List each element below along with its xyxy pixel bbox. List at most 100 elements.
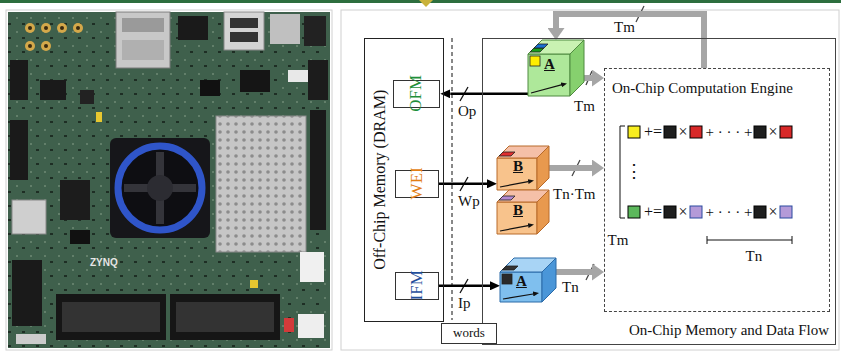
board-photo [298, 314, 324, 338]
board-photo [300, 252, 324, 282]
unit-box: words [441, 323, 497, 344]
transfer-arrow [439, 183, 487, 186]
cooling-fan [110, 138, 210, 238]
dimension-label: Tn [746, 248, 763, 265]
traversal-arrow [500, 182, 528, 187]
width-slash [460, 6, 644, 293]
engine-title: On-Chip Computation Engine [612, 80, 793, 97]
equation-squares [628, 206, 640, 218]
cube-face [500, 272, 542, 302]
chip-boundary [452, 38, 453, 320]
cooling-fan [110, 138, 210, 238]
operator-sign: + · · · + [706, 204, 753, 221]
buffer-box: WEI [395, 170, 439, 198]
sma-connector [73, 23, 83, 33]
dimension-label: Tm [608, 232, 629, 249]
equation-squares [690, 126, 702, 138]
tile-cube: A [528, 40, 584, 96]
tile-cube: A [500, 258, 556, 302]
sma-connector [28, 26, 32, 30]
cube-face [537, 146, 549, 190]
board-photo [308, 60, 328, 100]
tile-square [502, 274, 512, 284]
cooling-fan [124, 152, 196, 224]
width-label: Op [458, 103, 476, 120]
board-photo [284, 318, 294, 332]
sma-connector [25, 23, 83, 51]
board-photo [178, 16, 208, 40]
board-photo [12, 200, 46, 234]
cube-face [497, 158, 537, 190]
top-frame [341, 10, 839, 350]
fmc-header [176, 302, 274, 332]
operator-sign: × [679, 123, 688, 141]
buffer-box: IFM [395, 272, 439, 300]
tile-square [499, 152, 515, 156]
width-label: Tn [562, 279, 579, 296]
buffer-label: IFM [408, 271, 427, 301]
transfer-arrow [450, 93, 528, 96]
width-label: Tm [614, 19, 635, 36]
board-photo [96, 112, 102, 122]
memory-title: Off-Chip Memory (DRAM) [371, 90, 389, 270]
matrix-symbol: B [513, 202, 523, 219]
compute-engine-box: On-Chip Computation Engine [604, 68, 830, 312]
cube-face [528, 54, 570, 96]
dataflow-arrow [556, 269, 592, 275]
board-photo [310, 110, 326, 230]
cooling-fan [118, 146, 202, 230]
board-photo [80, 90, 94, 104]
width-label: Tm [574, 98, 595, 115]
sma-connector [76, 26, 80, 30]
sma-connector [57, 23, 67, 33]
fmc-header [56, 294, 166, 340]
fmc-header [62, 302, 160, 332]
operator-sign: += [644, 123, 662, 141]
equation-squares [628, 126, 640, 138]
cube-face [570, 40, 584, 96]
board-photo [270, 14, 300, 44]
sma-connector [44, 44, 48, 48]
ellipsis-mark: ⋮ [625, 162, 643, 182]
cube-outline [528, 40, 584, 96]
equation-squares [664, 206, 676, 218]
width-label: Wp [458, 193, 480, 210]
on-chip-region: On-Chip Memory and Data Flow A B B A On-Chip … [482, 38, 836, 345]
dimension-bracket [620, 126, 792, 244]
operator-sign: × [769, 123, 778, 141]
operator-sign: + · · · + [706, 124, 753, 141]
operator-sign: × [679, 203, 688, 221]
sma-connector [25, 41, 35, 51]
top-frame [419, 0, 433, 7]
board-photo [8, 12, 330, 348]
board-photo [304, 16, 326, 46]
cooling-fan [147, 175, 173, 201]
unit-label: words [453, 326, 485, 340]
sma-connector [41, 41, 51, 51]
tile-cube: B [497, 190, 549, 234]
tile-square [499, 196, 515, 200]
equation-squares [780, 126, 792, 138]
board-photo [200, 80, 220, 96]
cube-face [497, 202, 537, 234]
sma-connector [25, 23, 35, 33]
buffer-box: OFM [393, 80, 440, 108]
traversal-arrow [503, 294, 533, 299]
region-title: On-Chip Memory and Data Flow [629, 322, 829, 339]
cube-face [537, 190, 549, 234]
board-photo [122, 40, 164, 60]
equation-squares [754, 206, 766, 218]
board-photo [10, 60, 28, 100]
board-photo [8, 12, 330, 348]
sma-connector [44, 26, 48, 30]
fmc-header [56, 294, 280, 340]
matrix-symbol: A [516, 273, 527, 290]
board-photo [250, 280, 258, 288]
board-photo [70, 230, 90, 244]
matrix-symbol: B [513, 158, 523, 175]
buffer-label: WEI [408, 168, 427, 200]
dimension-bracket [707, 236, 792, 244]
board-photo [230, 32, 258, 42]
